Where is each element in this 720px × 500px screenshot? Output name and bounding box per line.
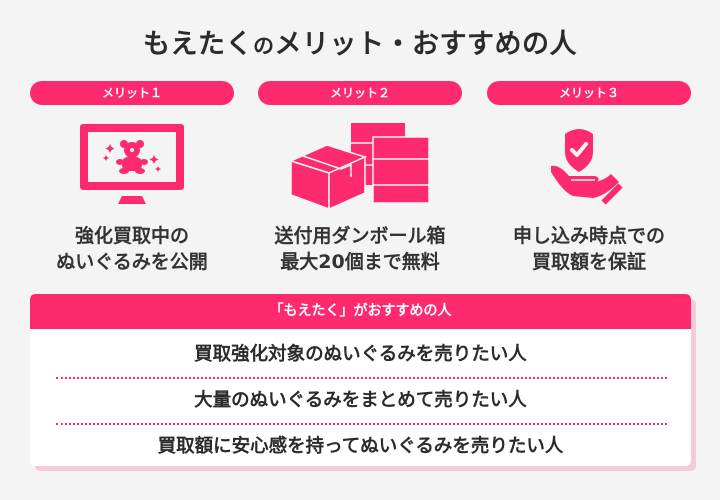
merit-card-2: メリット２ 送付用ダンボール箱 最大20個まで無料 — [258, 81, 462, 275]
merit-3-line2: 買取額を保証 — [531, 251, 646, 273]
merit-2-line1: 送付用ダンボール箱 — [274, 225, 446, 247]
recommend-item-2: 大量のぬいぐるみをまとめて売りたい人 — [194, 390, 527, 411]
merit-badge-1: メリット１ — [30, 81, 234, 105]
recommend-item-1: 買取強化対象のぬいぐるみを売りたい人 — [194, 344, 527, 365]
cardboard-boxes-icon — [288, 123, 430, 209]
merit-1-line1: 強化買取中の — [74, 225, 189, 247]
merit-card-1: メリット１ 強化買取中の ぬいぐるみを公開 — [30, 81, 234, 275]
merit-card-3: メリット３ 申し込み時点での 買取額を保証 — [487, 81, 691, 275]
merit-badge-2: メリット２ — [258, 81, 462, 105]
recommend-header: 「もえたく」がおすすめの人 — [30, 294, 691, 329]
merit-3-line1: 申し込み時点での — [512, 225, 665, 247]
shield-check-hand-icon — [551, 129, 623, 205]
title-rest: メリット・おすすめの人 — [274, 29, 577, 60]
recommend-item-3: 買取額に安心感を持ってぬいぐるみを売りたい人 — [157, 436, 564, 457]
title-brand: もえたく — [143, 29, 253, 60]
merit-2-line2: 最大20個まで無料 — [280, 251, 440, 273]
merit-1-line2: ぬいぐるみを公開 — [56, 251, 208, 273]
monitor-teddy-bear-icon — [80, 124, 184, 204]
recommend-card: 「もえたく」がおすすめの人 買取強化対象のぬいぐるみを売りたい人 大量のぬいぐる… — [30, 294, 691, 466]
merit-badge-3: メリット３ — [487, 81, 691, 105]
title-particle: の — [253, 34, 275, 58]
dotted-divider — [56, 377, 667, 379]
page-title: もえたくのメリット・おすすめの人 — [0, 22, 720, 61]
dotted-divider — [56, 423, 667, 425]
